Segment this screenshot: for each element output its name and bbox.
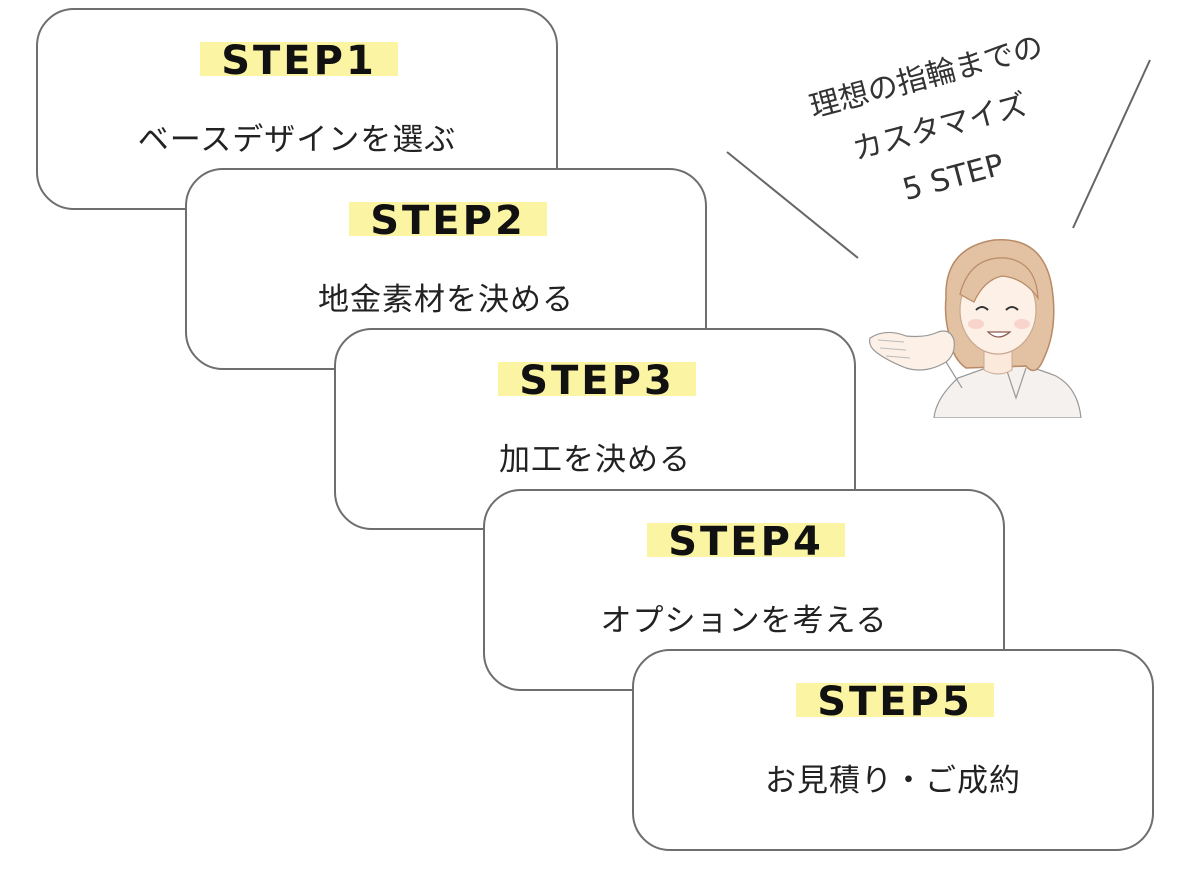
step-description: オプションを考える [600, 603, 888, 639]
step-card-5: STEP5 お見積り・ご成約 [632, 649, 1154, 851]
step-description: 地金素材を決める [318, 282, 574, 318]
step-label-1: STEP1 [200, 38, 398, 84]
step-label-5: STEP5 [796, 679, 994, 725]
step-title: STEP3 [519, 358, 675, 404]
step-label-4: STEP4 [647, 519, 845, 565]
step-label-2: STEP2 [349, 198, 547, 244]
step-highlight [647, 523, 845, 557]
step-description: 加工を決める [499, 442, 691, 478]
step-title: STEP1 [221, 38, 377, 84]
step-title: STEP2 [370, 198, 526, 244]
step-highlight [796, 683, 994, 717]
step-highlight [200, 42, 398, 76]
step-label-3: STEP3 [498, 358, 696, 404]
step-description: ベースデザインを選ぶ [137, 122, 457, 158]
step-highlight [498, 362, 696, 396]
step-description: お見積り・ご成約 [765, 763, 1021, 799]
step-title: STEP5 [817, 679, 973, 725]
speech-line-left [726, 151, 859, 259]
step-highlight [349, 202, 547, 236]
woman-illustration-icon [869, 239, 1082, 418]
speech-line-right [1072, 59, 1151, 229]
step-card-1: STEP1 ベースデザインを選ぶ [36, 8, 558, 210]
step-title: STEP4 [668, 519, 824, 565]
